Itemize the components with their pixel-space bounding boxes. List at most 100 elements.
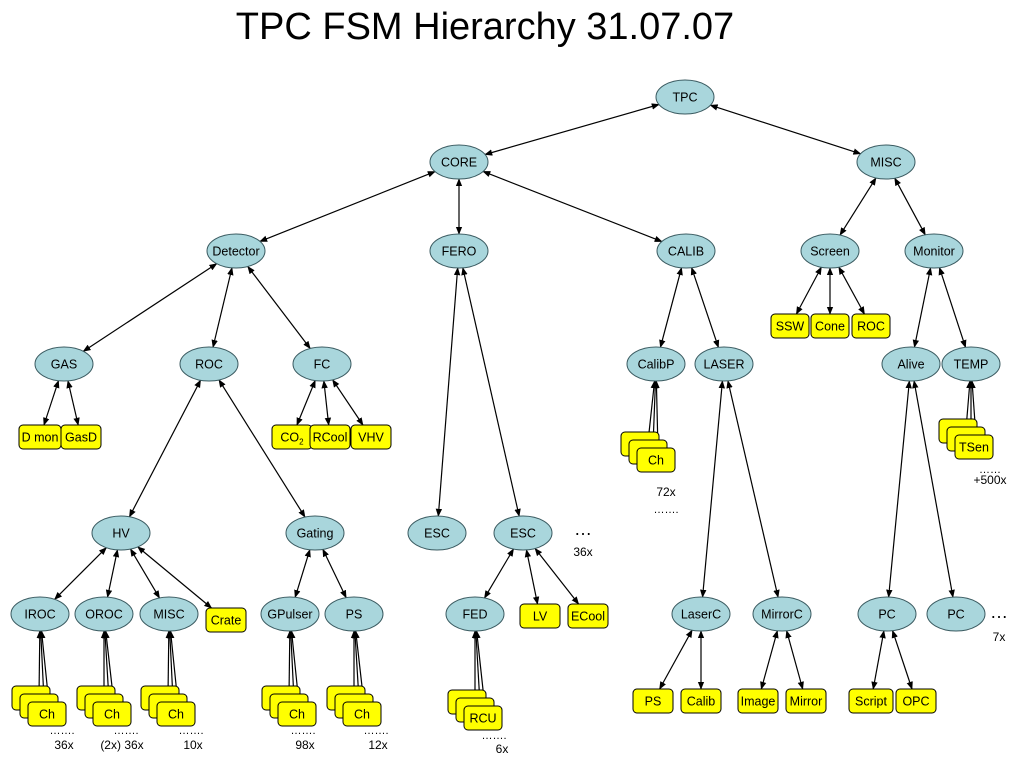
node-tpc[interactable]: TPC <box>655 79 715 115</box>
node-core[interactable]: CORE <box>429 144 489 180</box>
annotation-misc_count: 10x <box>183 738 202 752</box>
node-fero[interactable]: FERO <box>429 233 489 269</box>
node-gas[interactable]: GAS <box>34 346 94 382</box>
node-gpulser-label: GPulser <box>267 608 312 622</box>
node-roc-label: ROC <box>195 358 223 372</box>
node-rcool[interactable]: RCool <box>309 424 351 450</box>
node-laserc[interactable]: LaserC <box>671 596 731 632</box>
node-esc2[interactable]: ESC <box>493 515 553 551</box>
node-pc1[interactable]: PC <box>857 596 917 632</box>
node-screen[interactable]: Screen <box>800 233 860 269</box>
edge-tpc-misc <box>709 104 862 155</box>
node-ecool[interactable]: ECool <box>567 603 609 629</box>
node-ch_gpul-label: Ch <box>289 708 305 722</box>
node-lv-label: LV <box>533 610 548 624</box>
edge-detector-gas <box>82 263 218 352</box>
page-title: TPC FSM Hierarchy 31.07.07 <box>235 6 735 48</box>
node-dmon[interactable]: D mon <box>18 424 62 450</box>
annotation-esc_dots: … <box>574 519 592 539</box>
node-monitor[interactable]: Monitor <box>904 233 964 269</box>
node-calibp-shape <box>626 346 686 382</box>
node-laser[interactable]: LASER <box>694 346 754 382</box>
node-lv[interactable]: LV <box>519 603 561 629</box>
node-roc[interactable]: ROC <box>179 346 239 382</box>
node-mirrorc[interactable]: MirrorC <box>752 596 812 632</box>
annotation-pc_count: 7x <box>993 630 1006 644</box>
annotation-gpul_dots: ……. <box>290 725 315 737</box>
node-ch_iroc[interactable]: Ch <box>11 685 67 727</box>
annotation-oroc_count: (2x) 36x <box>100 738 143 752</box>
node-gating[interactable]: Gating <box>285 515 345 551</box>
node-oroc[interactable]: OROC <box>74 596 134 632</box>
node-mirror[interactable]: Mirror <box>785 688 827 714</box>
edge-esc2-fed <box>484 548 514 599</box>
annotation-pc_dots: … <box>990 602 1008 622</box>
annotation-iroc_dots: ……. <box>49 725 74 737</box>
edge-roc-gating <box>218 379 306 518</box>
node-iroc[interactable]: IROC <box>10 596 70 632</box>
node-ch_oroc[interactable]: Ch <box>76 685 132 727</box>
node-fc[interactable]: FC <box>292 346 352 382</box>
node-mirrorc-shape <box>752 596 812 632</box>
node-dmon-label: D mon <box>22 431 59 445</box>
node-oroc-shape <box>74 596 134 632</box>
node-misc[interactable]: MISC <box>856 144 916 180</box>
annotation-ps_count: 12x <box>368 738 387 752</box>
node-tpc-shape <box>655 79 715 115</box>
node-script[interactable]: Script <box>848 688 894 714</box>
node-ch_calibp[interactable]: Ch <box>620 431 676 473</box>
node-ps_g[interactable]: PS <box>324 596 384 632</box>
node-detector[interactable]: Detector <box>206 233 266 269</box>
node-vhv[interactable]: VHV <box>350 424 392 450</box>
node-calib-shape <box>656 233 716 269</box>
node-opc[interactable]: OPC <box>895 688 937 714</box>
node-temp[interactable]: TEMP <box>941 346 1001 382</box>
node-rcu[interactable]: RCU <box>447 689 503 731</box>
node-image[interactable]: Image <box>737 688 779 714</box>
node-pc2[interactable]: PC <box>926 596 986 632</box>
node-alive[interactable]: Alive <box>881 346 941 382</box>
node-cone[interactable]: Cone <box>810 313 850 339</box>
edge-fero-esc1 <box>435 267 461 517</box>
node-ch_misc[interactable]: Ch <box>140 685 196 727</box>
node-pc1-label: PC <box>878 608 895 622</box>
node-gasd[interactable]: GasD <box>60 424 102 450</box>
node-gating-shape <box>285 515 345 551</box>
node-calib_l-label: Calib <box>687 695 716 709</box>
node-calib_l[interactable]: Calib <box>680 688 722 714</box>
edge-calib-calibp <box>659 267 683 348</box>
edge-screen-ssw <box>795 266 822 315</box>
node-hv[interactable]: HV <box>91 515 151 551</box>
node-mirrorc-label: MirrorC <box>761 608 803 622</box>
edge-laser-mirrorc <box>726 380 780 598</box>
node-crate[interactable]: Crate <box>205 607 247 633</box>
edge-core-detector <box>259 171 436 242</box>
edge-fc-co2 <box>296 379 316 426</box>
annotation-esc_count: 36x <box>573 545 592 559</box>
edge-alive-pc1 <box>886 380 912 598</box>
node-fed[interactable]: FED <box>445 596 505 632</box>
node-ps_l[interactable]: PS <box>632 688 674 714</box>
node-alive-label: Alive <box>897 358 924 372</box>
node-mirror-shape <box>785 688 827 714</box>
node-tsen[interactable]: TSen <box>938 418 994 460</box>
node-ch_ps-label: Ch <box>354 708 370 722</box>
node-misc_hv[interactable]: MISC <box>139 596 199 632</box>
annotation-tsen_dots: …… <box>979 464 1001 476</box>
node-image-label: Image <box>741 695 776 709</box>
node-co2[interactable]: CO2 <box>271 424 313 450</box>
edge-gating-gpulser <box>294 548 311 599</box>
node-core-shape <box>429 144 489 180</box>
node-misc_hv-label: MISC <box>153 608 184 622</box>
node-roc_s[interactable]: ROC <box>851 313 891 339</box>
node-esc1[interactable]: ESC <box>407 515 467 551</box>
node-ch_gpul[interactable]: Ch <box>261 685 317 727</box>
node-pc2-label: PC <box>947 608 964 622</box>
edge-detector-fc <box>247 265 311 350</box>
node-ch_ps[interactable]: Ch <box>326 685 382 727</box>
node-screen-shape <box>800 233 860 269</box>
node-calib[interactable]: CALIB <box>656 233 716 269</box>
node-ssw[interactable]: SSW <box>770 313 810 339</box>
node-gpulser[interactable]: GPulser <box>260 596 320 632</box>
node-calibp[interactable]: CalibP <box>626 346 686 382</box>
